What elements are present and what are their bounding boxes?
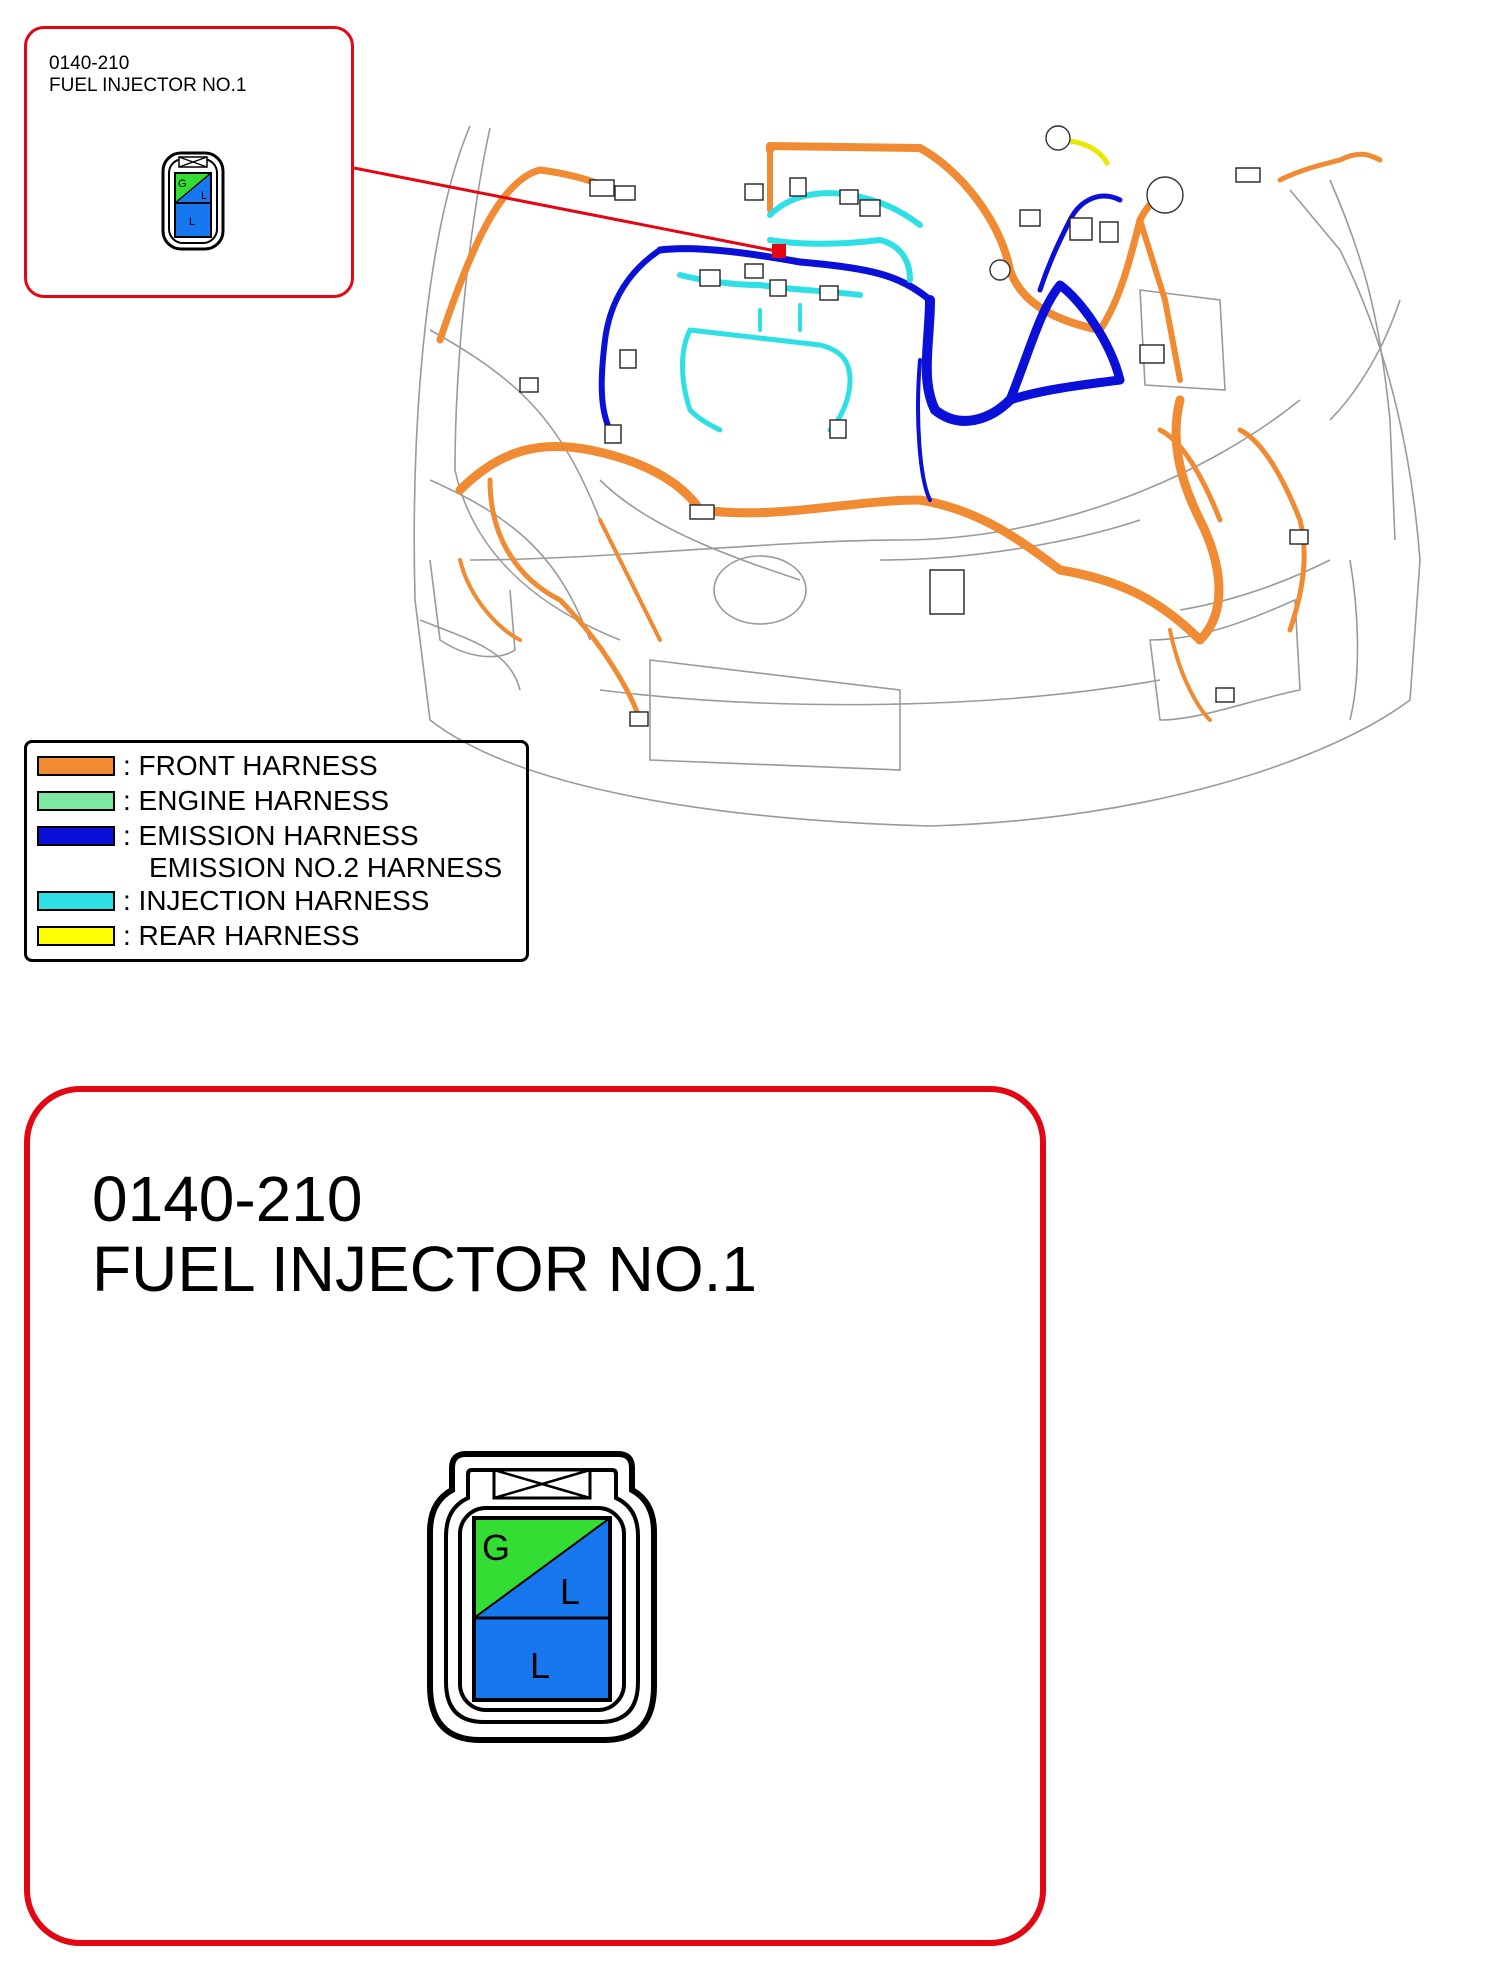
legend-swatch [37,791,115,811]
fuel-injector-no1-location-marker [772,244,786,258]
pin-label-g: G [482,1527,510,1568]
large-connector-callout: 0140-210 FUEL INJECTOR NO.1 G L L [24,1086,1046,1946]
connector-code: 0140-210 [49,53,130,74]
legend-item-rear-harness: : REAR HARNESS [37,921,360,951]
legend-swatch [37,756,115,776]
small-connector-callout: 0140-210 FUEL INJECTOR NO.1 G L L [24,26,354,298]
pin-label-l-upper: L [560,1571,580,1612]
front-harness-wires [436,142,1383,723]
legend-label: : FRONT HARNESS [123,750,378,781]
svg-text:L: L [189,216,195,228]
legend-item-front-harness: : FRONT HARNESS [37,751,378,781]
harness-legend: : FRONT HARNESS : ENGINE HARNESS : EMISS… [24,740,529,962]
pin-label-l-lower: L [530,1645,550,1686]
legend-item-engine-harness: : ENGINE HARNESS [37,786,389,816]
legend-item-emission-harness: : EMISSION HARNESS [37,821,419,851]
legend-label-emission-no2: EMISSION NO.2 HARNESS [149,852,503,883]
legend-item-injection-harness: : INJECTION HARNESS [37,886,429,916]
connector-blocks [519,167,1309,727]
legend-swatch [37,926,115,946]
legend-swatch [37,826,115,846]
callout-leader-line [353,166,777,253]
emission-harness-wires [598,193,1125,502]
car-body-outline [413,125,1421,827]
connector-face-icon-large: G L L [427,1451,657,1743]
legend-label: : EMISSION HARNESS [123,820,419,851]
legend-label: : INJECTION HARNESS [123,885,430,916]
connector-code: 0140-210 [92,1163,363,1235]
connector-name: FUEL INJECTOR NO.1 [92,1233,757,1305]
connector-face-icon-small: G L L [161,151,225,251]
svg-text:L: L [201,190,207,202]
legend-label: : REAR HARNESS [123,920,360,951]
injection-harness-wires [677,190,923,433]
legend-label: : ENGINE HARNESS [123,785,390,816]
svg-text:G: G [178,178,187,190]
connector-name: FUEL INJECTOR NO.1 [49,75,247,96]
legend-swatch [37,891,115,911]
grommets [989,125,1184,281]
